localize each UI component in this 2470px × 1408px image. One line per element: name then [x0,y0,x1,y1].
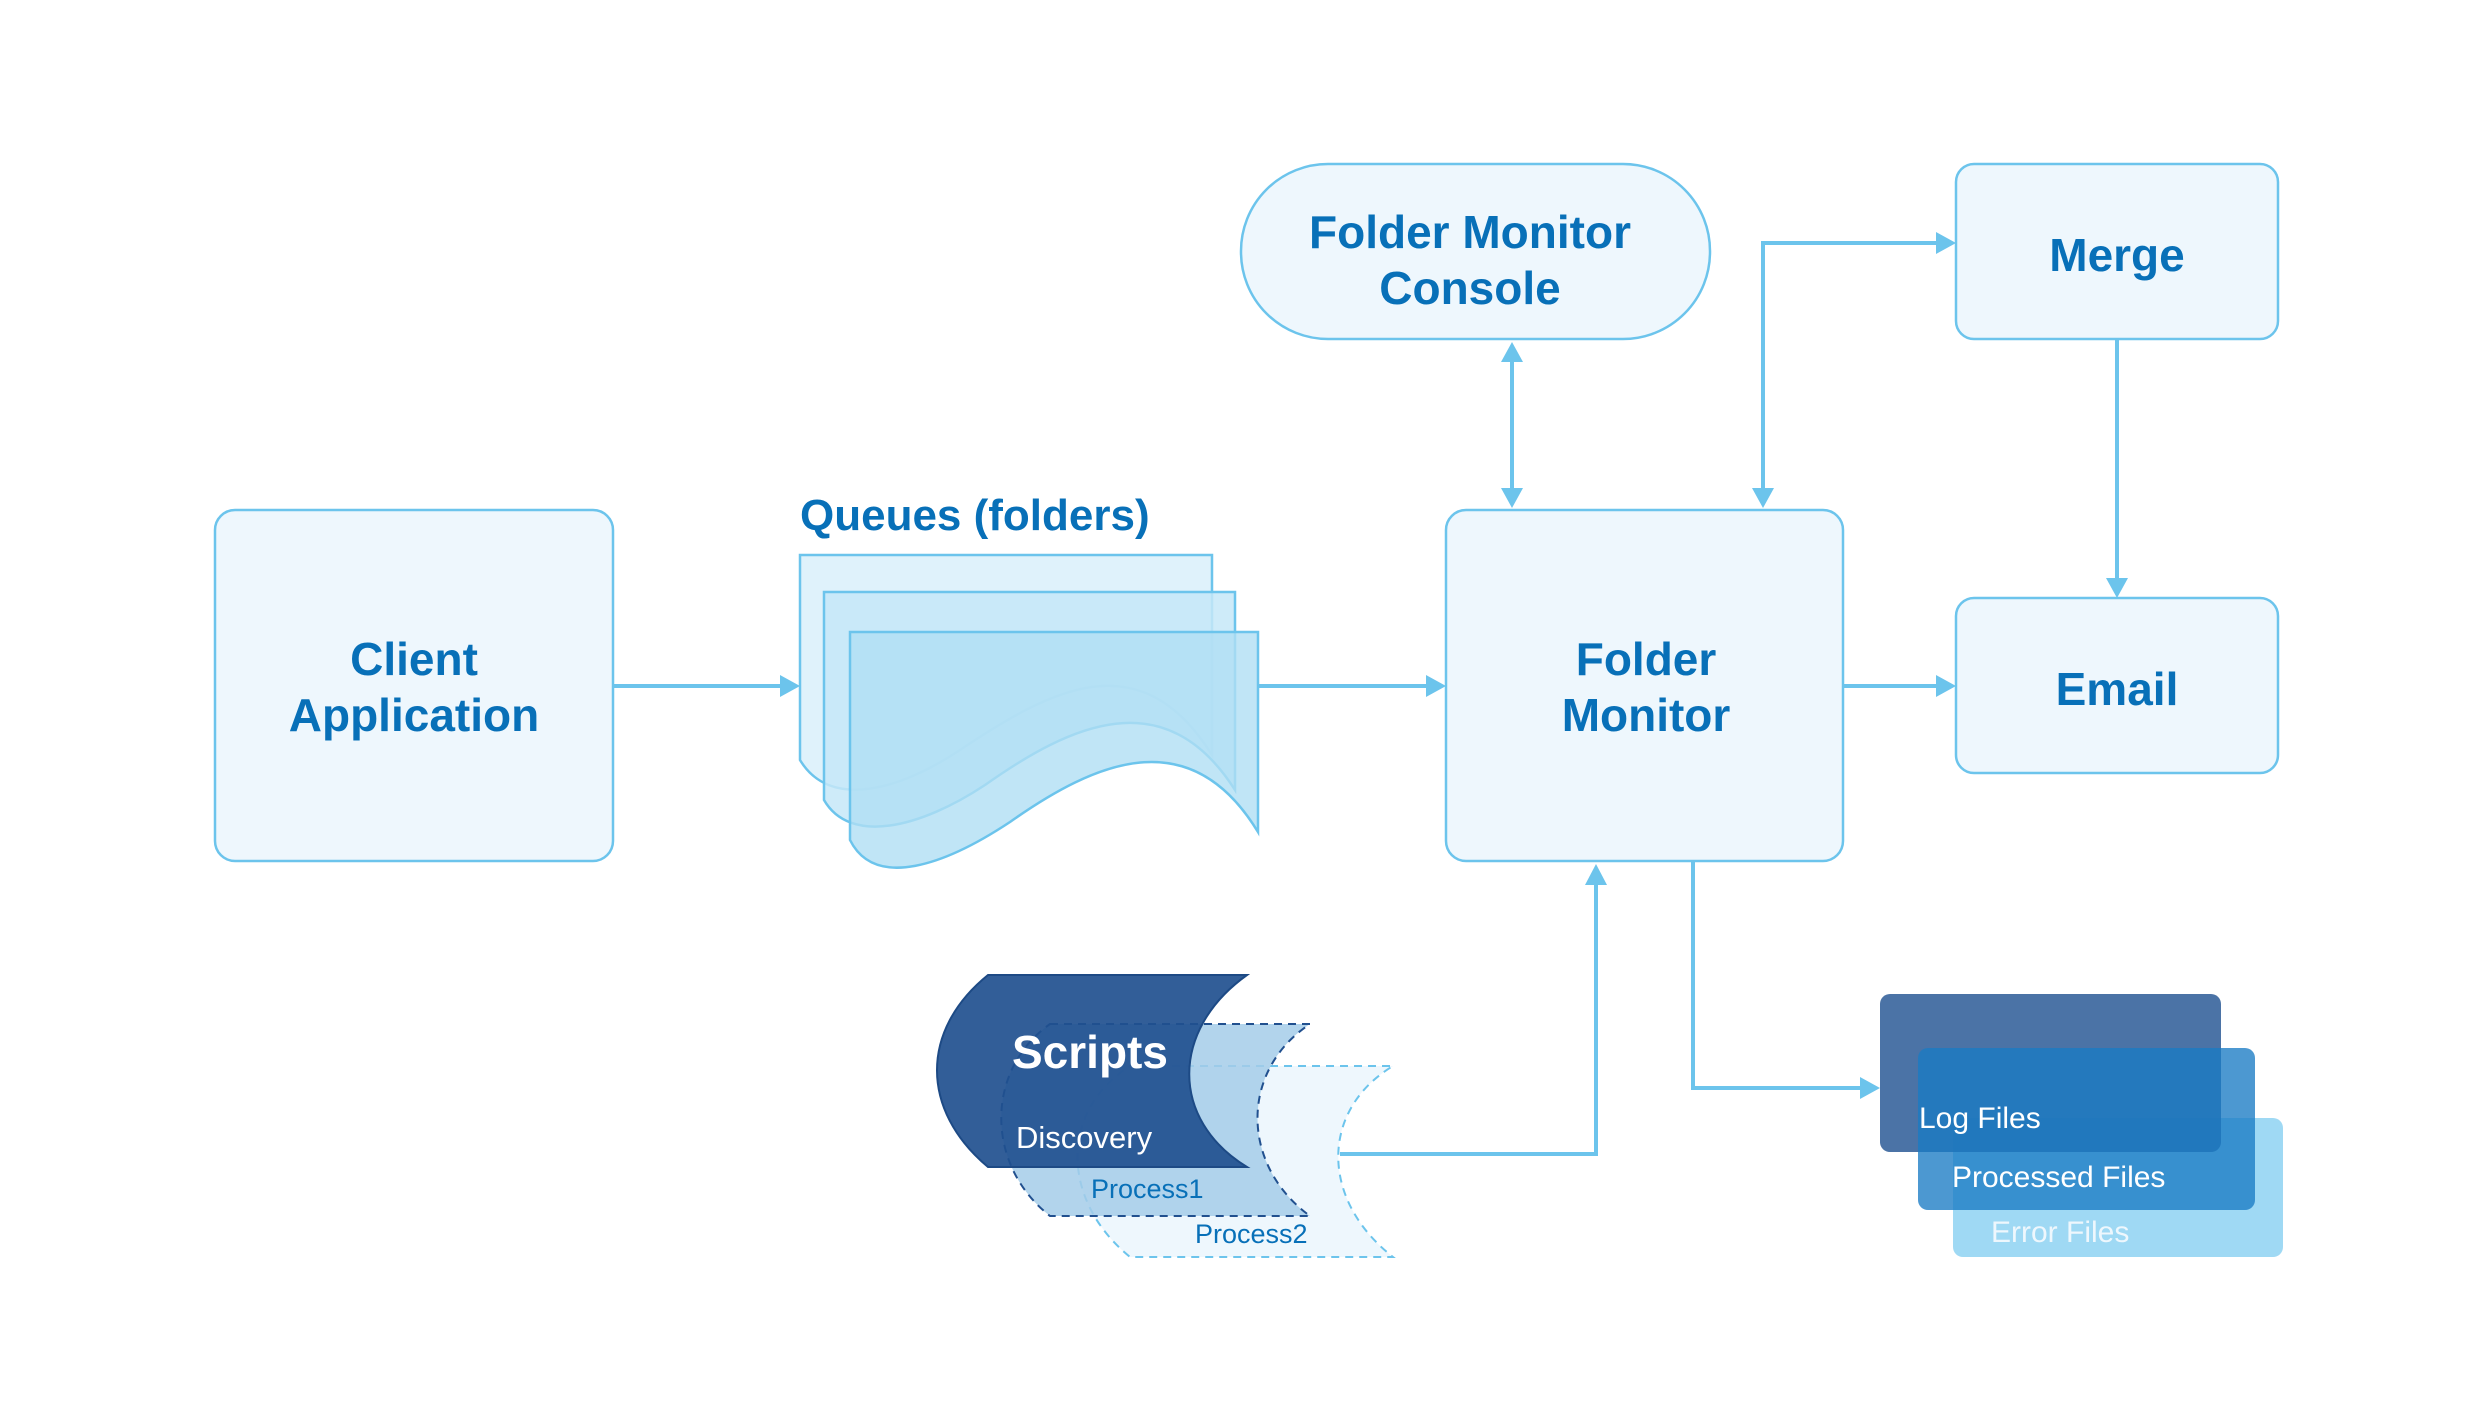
files-item-processed: Processed Files [1952,1161,2165,1194]
email-box [1954,596,2280,775]
folder-monitor-label-line1: Folder [1576,633,1717,685]
merge-label: Merge [2049,229,2184,281]
files-node[interactable]: Log Files Processed Files Error Files [1880,994,2283,1257]
processed-files-card [1918,1048,2255,1210]
script-item-discovery: Discovery [1016,1120,1153,1155]
folder-monitor-console-node[interactable]: Folder Monitor Console [1239,162,1712,341]
folder-monitor-console-label-line2: Console [1379,262,1560,314]
queues-label: Queues (folders) [800,491,1150,540]
client-application-label-line2: Application [289,689,539,741]
folder-monitor-label-line2: Monitor [1562,689,1731,741]
script-item-process2: Process2 [1195,1219,1308,1249]
email-node[interactable]: Email [1954,596,2280,775]
edge-folder-monitor-merge [1752,232,1956,508]
edge-merge-to-email [2106,340,2128,598]
email-label: Email [2056,663,2179,715]
script-item-process1: Process1 [1091,1174,1204,1204]
script-shape-discovery [936,974,1251,1168]
folder-monitor-node[interactable]: Folder Monitor [1444,508,1845,863]
queue-sheet-3 [848,630,1260,869]
scripts-node[interactable]: Scripts Discovery Process1 Process2 [936,974,1397,1258]
merge-box [1954,162,2280,341]
folder-monitor-console-box [1239,162,1712,341]
edge-console-folder-monitor [1501,342,1523,508]
client-application-node[interactable]: Client Application [213,508,615,863]
folder-monitor-console-label-line1: Folder Monitor [1309,206,1631,258]
edge-folder-monitor-to-files [1691,862,1880,1099]
edge-scripts-to-folder-monitor [1340,864,1607,1156]
files-item-error: Error Files [1991,1216,2129,1249]
queue-folder-icon [798,553,1260,869]
merge-node[interactable]: Merge [1954,162,2280,341]
queues-node[interactable]: Queues (folders) [798,491,1260,869]
edge-folder-monitor-to-email [1844,675,1956,697]
files-item-log: Log Files [1919,1102,2041,1135]
edge-queues-to-folder-monitor [1258,675,1446,697]
edge-client-to-queues [613,675,800,697]
connectors [613,232,2128,1156]
client-application-label-line1: Client [350,633,478,685]
folder-monitor-box [1444,508,1845,863]
client-application-box [213,508,615,863]
scripts-title: Scripts [1012,1026,1168,1078]
